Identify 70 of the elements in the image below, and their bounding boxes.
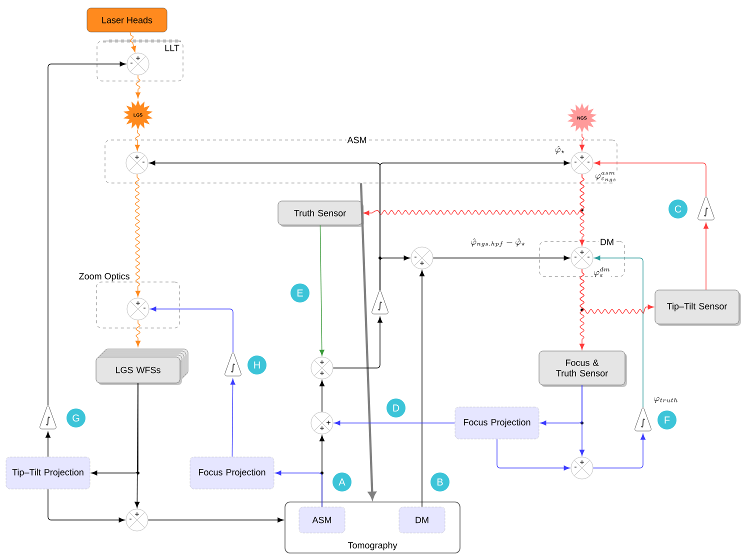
letter-badge: A [332,472,352,492]
arrow [420,270,424,508]
letter-badge: G [66,408,86,428]
arrow [363,174,584,216]
projection-box: Focus Projection [190,456,274,490]
arrow [136,74,140,98]
summing-junction: + + [310,412,334,434]
summing-junction: - + [410,246,434,270]
summing-junction: + - [126,52,150,76]
formula-label: $\varphi^{dm}_{\varepsilon}$ [593,266,611,278]
node-label: Zoom Optics [79,272,130,282]
arrow [134,129,140,151]
arrow [46,432,50,458]
summing-junction: + - [126,508,148,532]
arrow [594,160,706,197]
letter-badge: C [668,200,688,218]
arrow [134,382,140,508]
arrow [48,62,126,406]
summing-junction: + - - [570,152,594,174]
letter-badge: H [248,356,266,374]
arrow [319,224,324,356]
letter-badge: E [290,284,310,302]
formula-label: $\varphi_{truth}$ [653,396,679,404]
letter-badge: F [658,410,676,430]
arrow [136,320,140,347]
projection-box: Focus Projection [454,406,540,440]
arrow [380,256,410,291]
integrator: ∫ [372,290,388,314]
sensor-box: Focus & Truth Sensor [538,350,627,387]
summing-junction: + + [310,356,334,380]
arrow [150,306,234,353]
arrow [48,488,125,522]
arrow [704,222,708,290]
formula-label: $\hat{\varphi}_{\star}$ [554,146,566,154]
summing-junction: + - - [570,246,594,270]
summing-junction: + - [570,456,594,480]
arrow [320,380,324,412]
arrow [592,434,646,468]
projection-box: DM [398,506,446,534]
integrator: ∫ [40,405,56,430]
laser-box: Laser Heads [86,8,168,32]
integrator: ∫ [224,352,242,376]
sensor-box: Truth Sensor [278,200,364,227]
arrow [432,256,570,260]
arrow [334,420,456,426]
projection-box: Tip–Tilt Projection [6,456,90,490]
arrow [148,518,284,522]
arrow [230,378,236,458]
arrow [594,256,644,408]
integrator: ∫ [634,407,652,432]
arrow [134,174,140,297]
arrow [91,382,138,476]
letter-badge: B [430,472,450,492]
arrow [360,183,376,500]
sensor-stack: LGS WFSs [96,348,188,385]
arrow [130,32,136,52]
sensor-box: Tip–Tilt Sensor [654,290,741,326]
letter-badge: D [386,398,406,418]
integrator: ∫ [698,196,714,220]
arrow [580,133,584,151]
summing-junction: + - [126,152,148,174]
arrow [332,316,382,368]
edge-label: $\hat{\varphi}_{ngs.hpf} - \hat{\varphi}_{\star}$ [470,237,526,248]
arrow [496,438,570,470]
summing-junction: + - [126,298,150,320]
formula-label: $\varphi^{asm}_{\varepsilon_{ngs}}$ [594,172,618,182]
arrow [580,268,654,314]
projection-box: ASM [298,506,346,534]
arrow [275,470,322,508]
arrow [580,384,584,456]
